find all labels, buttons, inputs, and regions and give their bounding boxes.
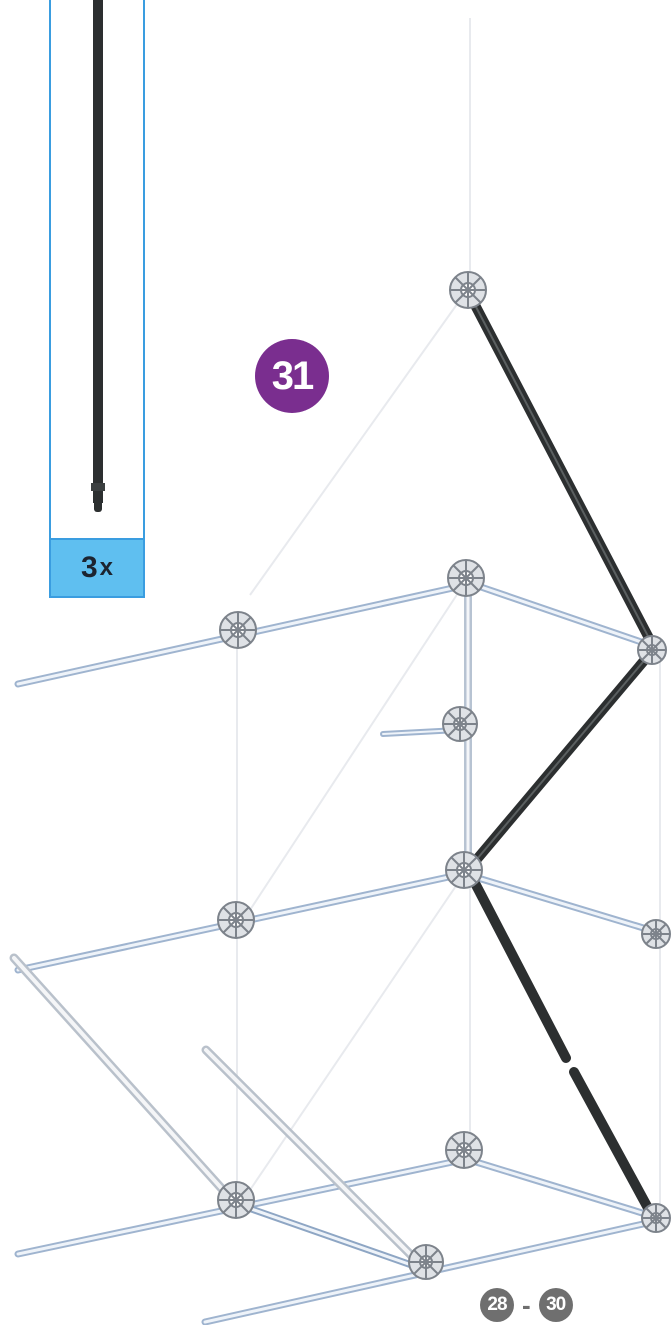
connector-icon bbox=[445, 851, 483, 889]
step-reference: 28 - 30 bbox=[480, 1288, 573, 1322]
guide-line bbox=[249, 299, 461, 596]
light-rod bbox=[476, 876, 652, 932]
connector-icon bbox=[217, 901, 255, 939]
connector-icon bbox=[217, 1181, 255, 1219]
reference-from-badge: 28 bbox=[480, 1288, 514, 1322]
quantity-value: 3 bbox=[80, 551, 98, 584]
light-rod bbox=[474, 1160, 654, 1218]
reference-separator: - bbox=[522, 1289, 531, 1320]
connector-icon bbox=[449, 271, 487, 309]
connector-icon bbox=[641, 919, 671, 949]
guide-lines bbox=[236, 18, 661, 1205]
connectors bbox=[217, 271, 671, 1280]
dark-rod bbox=[474, 304, 651, 641]
quantity-label: 3 x bbox=[51, 538, 143, 596]
guide-line bbox=[249, 589, 461, 911]
parts-callout: 3 x bbox=[49, 0, 145, 598]
dark-rod-icon bbox=[91, 0, 105, 512]
step-number-badge: 31 bbox=[255, 339, 329, 413]
light-rod bbox=[12, 956, 234, 1202]
connector-icon bbox=[219, 611, 257, 649]
existing-rods bbox=[9, 582, 656, 1325]
connector-icon bbox=[637, 635, 667, 665]
dark-rod bbox=[471, 880, 571, 1063]
dark-rod bbox=[471, 655, 649, 866]
light-rod bbox=[476, 584, 652, 647]
connector-icon bbox=[447, 559, 485, 597]
connector-icon bbox=[445, 1131, 483, 1169]
new-rods bbox=[467, 300, 655, 1213]
guide-line bbox=[249, 879, 461, 1191]
quantity-multiplier: x bbox=[99, 554, 114, 581]
connector-icon bbox=[641, 1203, 671, 1233]
light-rod bbox=[204, 1048, 420, 1264]
connector-icon bbox=[408, 1244, 444, 1280]
reference-to-badge: 30 bbox=[538, 1288, 573, 1322]
dark-rod bbox=[569, 1067, 653, 1213]
connector-icon bbox=[442, 706, 478, 742]
light-rod bbox=[238, 1203, 422, 1270]
